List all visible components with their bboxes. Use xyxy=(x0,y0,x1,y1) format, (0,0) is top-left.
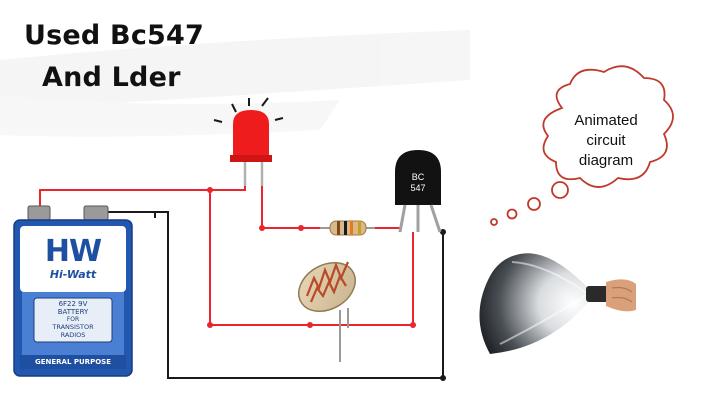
junction-dots xyxy=(207,187,446,381)
page-title-line2: And Lder xyxy=(42,62,181,93)
page-title-line1: Used Bc547 xyxy=(24,20,204,51)
transistor-label-line2: 547 xyxy=(410,183,426,193)
battery-footer: GENERAL PURPOSE xyxy=(35,358,111,366)
battery-brand-logo: HW xyxy=(44,234,102,269)
transistor-label-line1: BC xyxy=(411,172,425,182)
battery-label-line1: 6F22 9V xyxy=(58,300,88,308)
flashlight xyxy=(479,253,636,354)
ldr xyxy=(298,261,356,362)
battery-label-line3: FOR xyxy=(66,316,80,323)
battery-brand-name: Hi-Watt xyxy=(49,268,97,281)
bubble-text-line1: Animated xyxy=(574,112,638,129)
battery xyxy=(13,205,133,377)
transistor-bc547 xyxy=(395,150,442,233)
black-wires xyxy=(98,211,444,379)
battery-label-line5: RADIOS xyxy=(60,331,86,339)
bubble-text-line2: circuit xyxy=(586,132,626,149)
thought-bubble xyxy=(490,65,674,226)
battery-label-line2: BATTERY xyxy=(57,308,89,316)
battery-label-line4: TRANSISTOR xyxy=(52,323,94,331)
bubble-text-line3: diagram xyxy=(578,152,634,169)
resistor xyxy=(320,220,375,236)
red-led xyxy=(213,97,284,186)
